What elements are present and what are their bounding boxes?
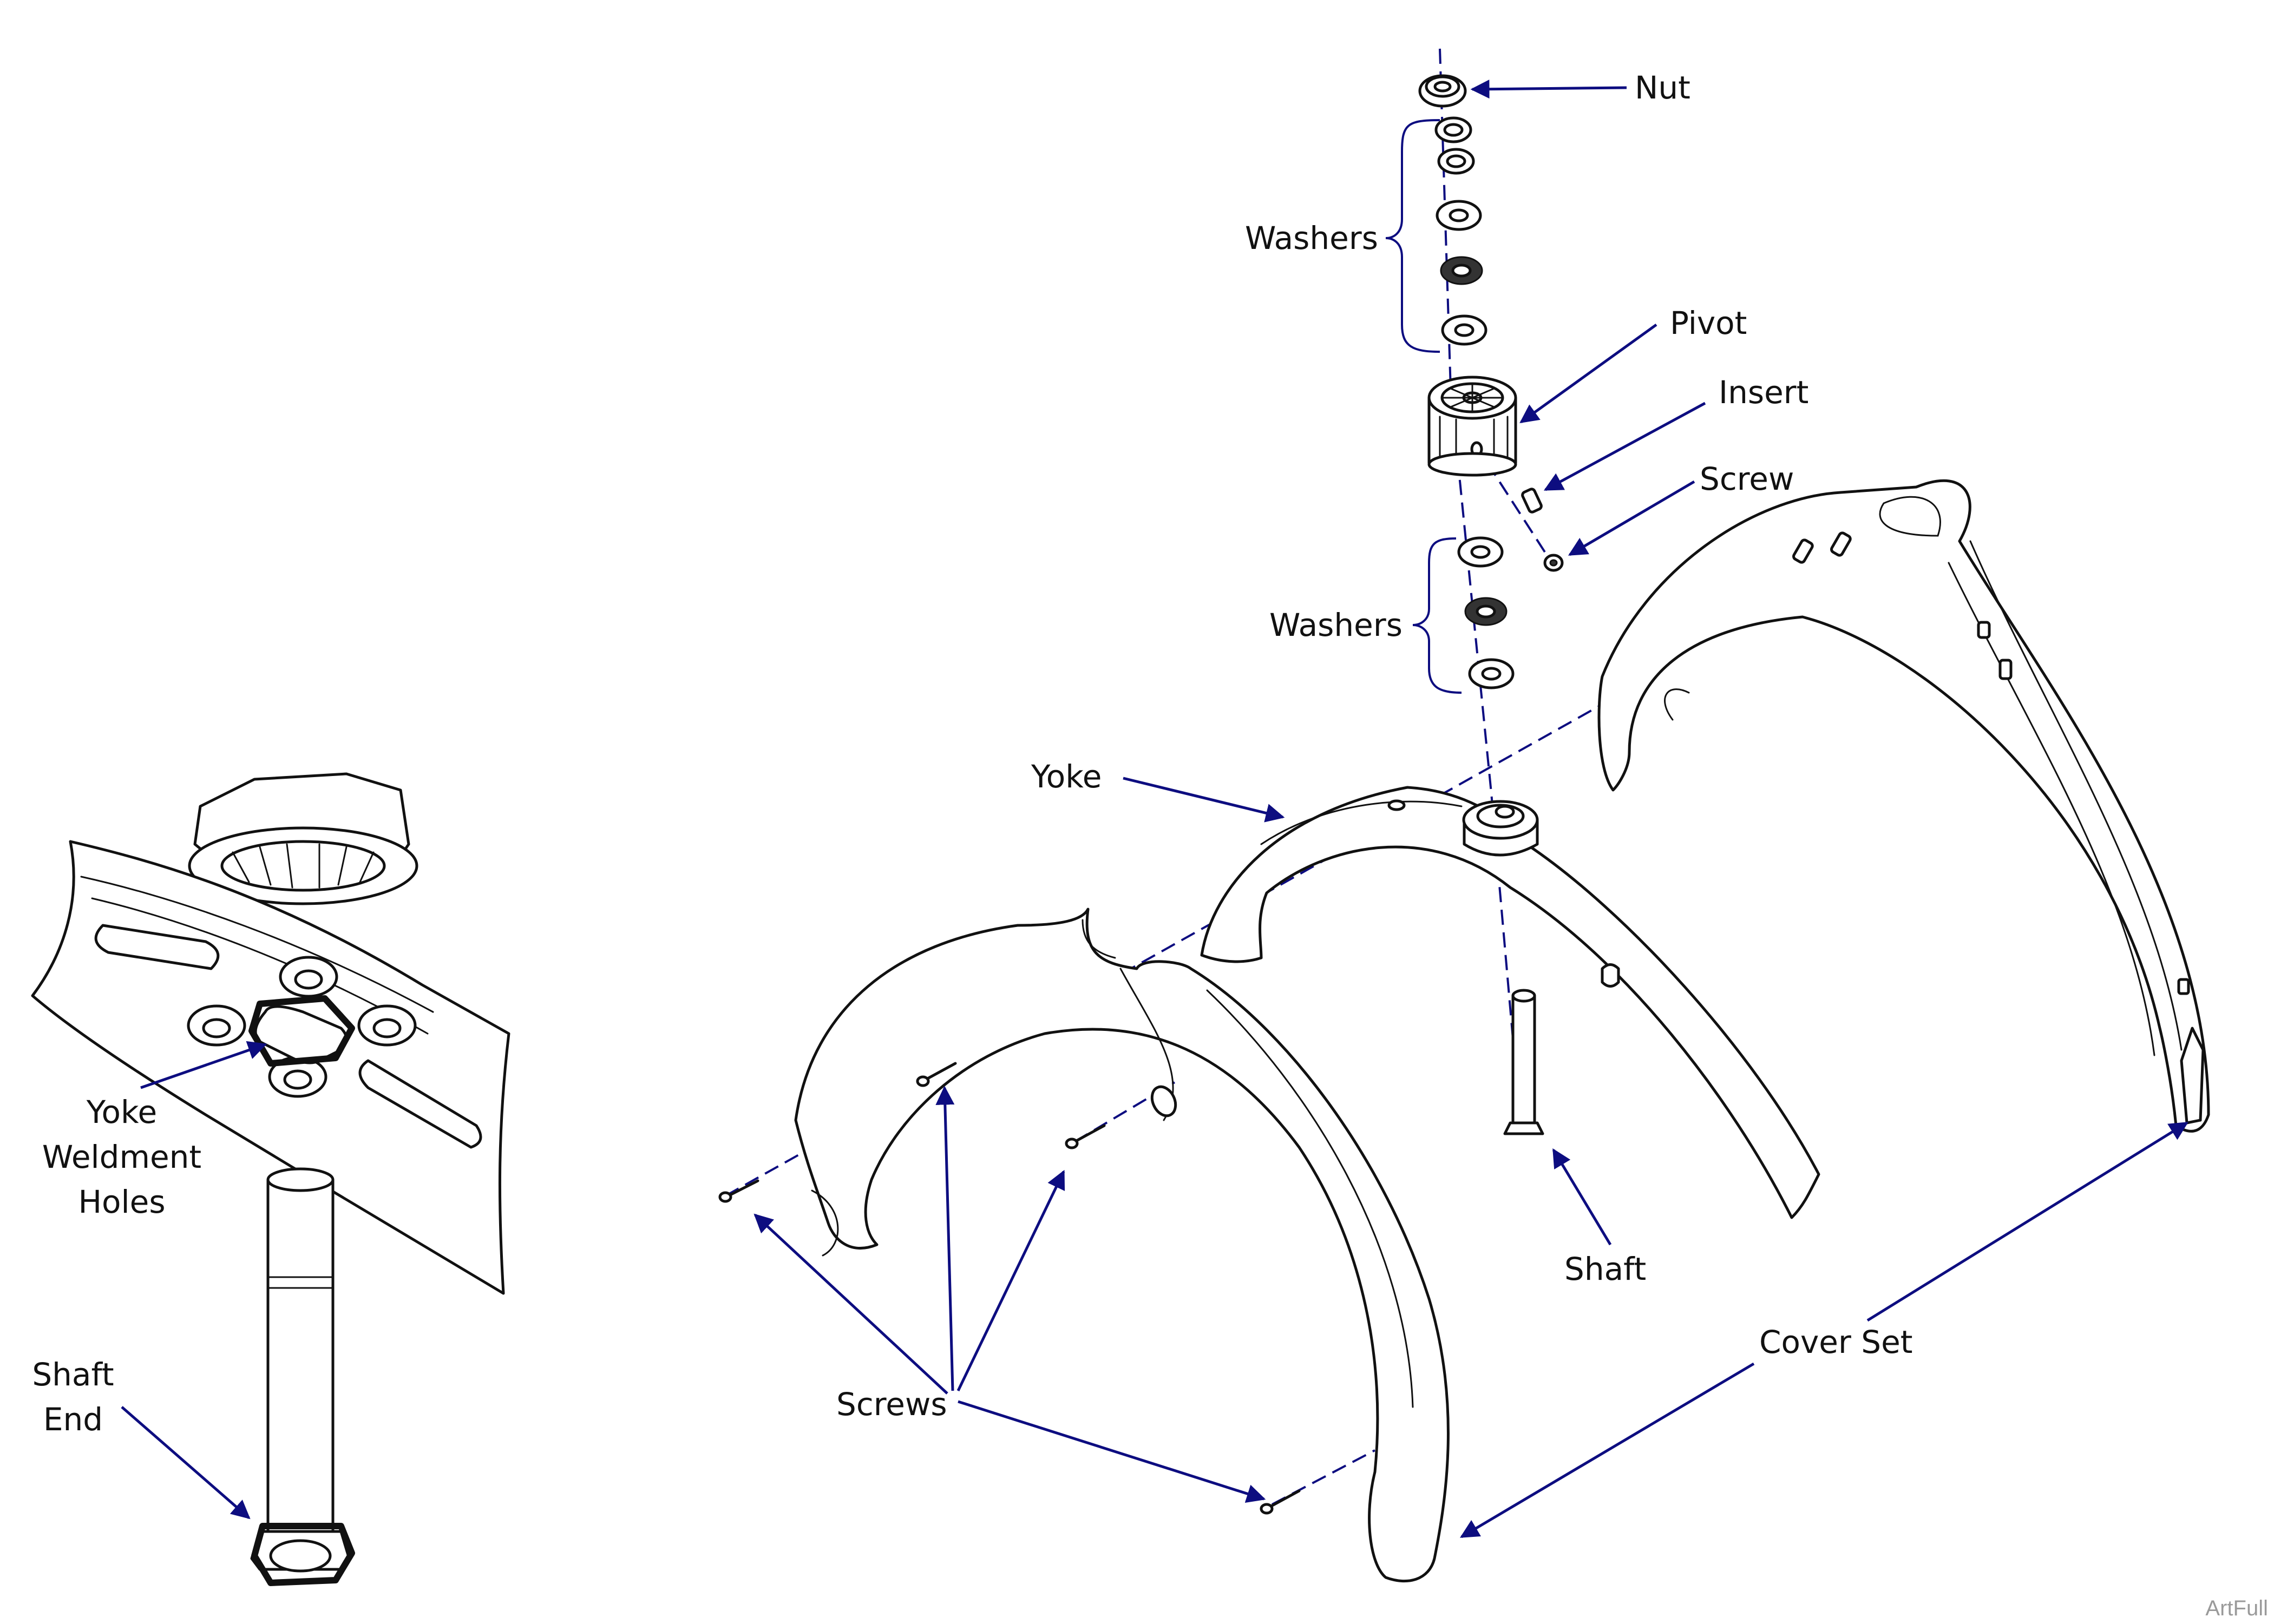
- pivot: [1427, 376, 1517, 477]
- label-nut: Nut: [1635, 69, 1690, 106]
- leader-cover-set-upper: [1866, 1121, 2188, 1322]
- washer-bottom-1: [1457, 536, 1504, 568]
- leader-screws-bottom: [958, 1400, 1266, 1503]
- watermark: ArtFull: [2205, 1596, 2268, 1620]
- label-screw: Screw: [1700, 461, 1794, 497]
- leader-cover-set-lower: [1459, 1362, 1755, 1538]
- detail-view-yoke-weldment: [31, 772, 510, 1586]
- label-washers-bottom: Washers: [1269, 607, 1403, 643]
- cover-rear: [1597, 479, 2210, 1133]
- leader-insert: [1543, 402, 1706, 491]
- leader-yoke-weldment-holes: [140, 1041, 267, 1089]
- yoke: [1200, 786, 1820, 1219]
- shaft: [1503, 989, 1544, 1135]
- cover-screw-mid-lower: [1065, 1124, 1106, 1149]
- yoke-pivot-boss: [1462, 800, 1539, 857]
- weldment-hole-bottom: [268, 1056, 327, 1098]
- cover-front: [794, 908, 1450, 1582]
- detail-pivot-housing: [188, 772, 418, 905]
- leader-screw: [1568, 480, 1695, 556]
- label-shaft: Shaft: [1564, 1251, 1646, 1287]
- assembly-axis-bottom: [1272, 1449, 1375, 1505]
- leader-pivot: [1519, 323, 1657, 424]
- washer-top-2: [1437, 148, 1475, 175]
- washer-top-3: [1436, 200, 1482, 231]
- brace-washers-bottom: [1412, 537, 1462, 694]
- leader-shaft-end: [121, 1406, 251, 1520]
- label-pivot: Pivot: [1670, 305, 1747, 341]
- weldment-hole-top: [279, 956, 338, 998]
- label-screws: Screws: [836, 1386, 947, 1423]
- weldment-hole-right: [357, 1004, 417, 1047]
- cover-screw-bottom: [1260, 1489, 1301, 1515]
- insert: [1521, 488, 1543, 514]
- weldment-center-socket: [248, 995, 355, 1067]
- label-shaft-end-line2: End: [43, 1401, 103, 1438]
- weldment-hole-left: [187, 1004, 246, 1047]
- leader-nut: [1470, 80, 1627, 99]
- washer-top-4: [1441, 314, 1487, 346]
- cover-screw-far-left: [718, 1179, 759, 1203]
- label-yoke: Yoke: [1031, 758, 1102, 795]
- cover-screw-mid-upper: [916, 1062, 957, 1087]
- label-yoke-weldment-holes-line3: Holes: [78, 1184, 165, 1220]
- leader-screws-far-left: [753, 1213, 948, 1395]
- plate-slot-upper: [94, 924, 220, 970]
- label-shaft-end-line1: Shaft: [32, 1356, 114, 1393]
- detail-shaft: [250, 1167, 355, 1586]
- leader-shaft: [1552, 1148, 1612, 1246]
- assembly-axis-cross: [725, 670, 1662, 1197]
- label-yoke-weldment-holes-line1: Yoke: [86, 1094, 157, 1130]
- label-yoke-weldment-holes-line2: Weldment: [42, 1139, 201, 1175]
- label-washers-top: Washers: [1245, 220, 1378, 257]
- label-insert: Insert: [1719, 374, 1808, 411]
- washer-bottom-2: [1468, 658, 1515, 689]
- lock-washer-bottom: [1464, 597, 1508, 626]
- leader-yoke: [1123, 777, 1285, 823]
- leader-screws-mid-lower: [956, 1169, 1065, 1392]
- nut: [1418, 74, 1467, 108]
- plate-slot-lower: [358, 1059, 482, 1149]
- pivot-screw: [1543, 554, 1564, 572]
- leader-screws-mid-upper: [935, 1086, 955, 1391]
- washer-top-1: [1434, 116, 1472, 143]
- lock-washer-top: [1440, 256, 1483, 285]
- label-cover-set: Cover Set: [1759, 1324, 1913, 1360]
- brace-washers-top: [1385, 119, 1440, 353]
